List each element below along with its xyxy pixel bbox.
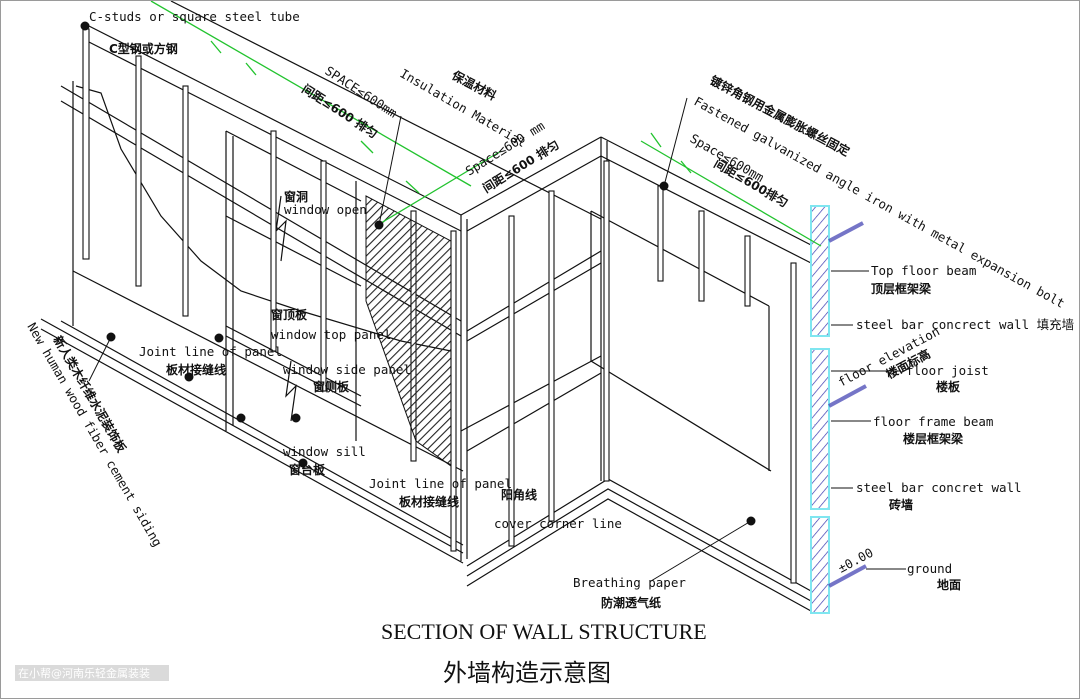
- wall-frame-lines: [40, 1, 812, 613]
- watermark: 在小帮@河南乐轻金属装装: [15, 665, 169, 681]
- label-paper-cn: 防潮透气纸: [601, 595, 661, 610]
- label-ground-en: ground: [907, 561, 952, 576]
- label-window-top-cn: 窗顶板: [271, 307, 308, 322]
- label-window-open-en: window open: [284, 202, 367, 217]
- label-window-sill-cn: 窗台板: [289, 462, 326, 477]
- label-floor-joist-cn: 楼板: [936, 379, 961, 394]
- label-fill-wall: steel bar concrect wall 填充墙: [856, 317, 1074, 332]
- label-corner-en: cover corner line: [494, 516, 622, 531]
- label-joint1-en: Joint line of panel: [139, 344, 282, 359]
- label-floor-beam-en: floor frame beam: [873, 414, 993, 429]
- label-paper-en: Breathing paper: [573, 575, 686, 590]
- label-floor-beam-cn: 楼层框架梁: [903, 431, 963, 446]
- label-floor-joist-en: floor joist: [906, 363, 989, 378]
- concrete-wall-section: [810, 205, 867, 614]
- label-joint2-en: Joint line of panel: [369, 476, 512, 491]
- label-top-beam-cn: 顶层框架梁: [871, 281, 931, 296]
- label-studs-cn: C型钢或方钢: [109, 41, 178, 56]
- label-brick-wall-en: steel bar concret wall: [856, 480, 1022, 495]
- label-joint2-cn: 板材接缝线: [399, 494, 459, 509]
- diagram-title: SECTION OF WALL STRUCTURE: [381, 619, 707, 644]
- label-window-side-cn: 窗侧板: [313, 379, 350, 394]
- label-joint1-cn: 板材接缝线: [166, 362, 226, 377]
- label-window-side-en: window side panel: [283, 362, 411, 377]
- label-window-open-cn: 窗洞: [284, 189, 308, 204]
- insulation-material: [365, 195, 452, 467]
- label-corner-cn: 阳角线: [501, 487, 537, 502]
- label-ground-cn: 地面: [937, 577, 961, 592]
- label-studs-en: C-studs or square steel tube: [89, 9, 300, 24]
- label-top-beam-en: Top floor beam: [871, 263, 976, 278]
- diagram-subtitle: 外墙构造示意图: [443, 659, 611, 687]
- watermark-text: 在小帮@河南乐轻金属装装: [18, 666, 150, 680]
- leader-lines: [80, 21, 906, 582]
- label-brick-wall-cn: 砖墙: [889, 497, 913, 512]
- label-window-top-en: window top panel: [271, 327, 391, 342]
- label-window-sill-en: window sill: [283, 444, 366, 459]
